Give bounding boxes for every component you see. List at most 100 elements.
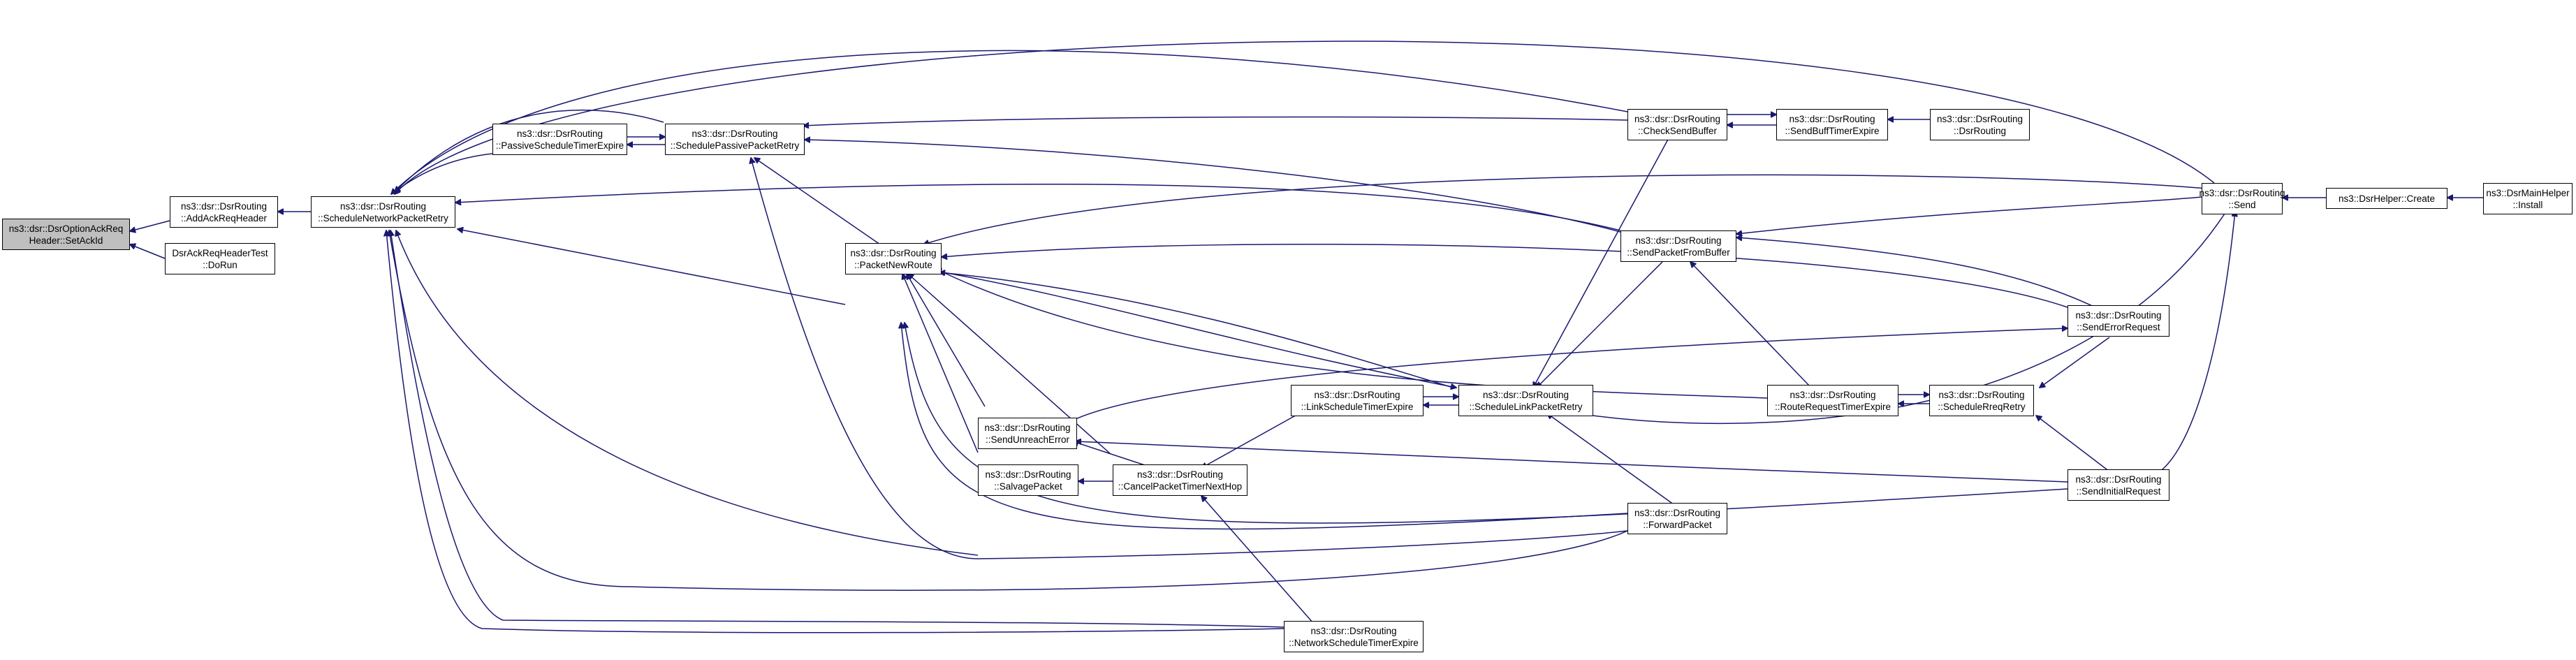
node-dsrmainhelper-install[interactable]: ns3::DsrMainHelper ::Install [2483, 183, 2573, 214]
node-senderrorrequest[interactable]: ns3::dsr::DsrRouting ::SendErrorRequest [2068, 305, 2169, 337]
edge-senderrorrequest-to-schedulerreqretry [2040, 337, 2110, 388]
node-label-line1: DsrAckReqHeaderTest [172, 247, 268, 258]
node-dsrhelper-create[interactable]: ns3::DsrHelper::Create [2326, 188, 2447, 209]
node-salvagepacket[interactable]: ns3::dsr::DsrRouting ::SalvagePacket [978, 464, 1078, 496]
node-cancelpackettimernexthop[interactable]: ns3::dsr::DsrRouting ::CancelPacketTimer… [1113, 464, 1247, 496]
edge-sendinitialrequest-to-packetnewroute [905, 323, 2068, 524]
node-label-line2: ::Install [2512, 199, 2543, 210]
edge-packetnewroute-to-schedulenetworkpacketretry [458, 229, 846, 305]
node-linkscheduletimerexpire[interactable]: ns3::dsr::DsrRouting ::LinkScheduleTimer… [1291, 385, 1424, 416]
node-label-line2: ::SalvagePacket [994, 481, 1062, 492]
node-label-line1: ns3::dsr::DsrOptionAckReq [8, 223, 124, 234]
node-label-line2: ::SendBuffTimerExpire [1785, 125, 1880, 136]
edge-forwardpacket-to-schedulelinkpacketretry [1547, 413, 1677, 507]
node-dsroptionackreqheader-setackid: ns3::dsr::DsrOptionAckReq Header::SetAck… [2, 219, 130, 250]
node-label-line2: ::Send [2228, 199, 2256, 210]
node-sendinitialrequest[interactable]: ns3::dsr::DsrRouting ::SendInitialReques… [2068, 469, 2169, 501]
node-label-line1: ns3::dsr::DsrRouting [1310, 625, 1397, 636]
edge-sendinitialrequest-to-schedulerreqretry [2036, 416, 2110, 472]
node-label-line1: ns3::dsr::DsrRouting [1789, 113, 1875, 124]
node-schedulenetworkpacketretry[interactable]: ns3::dsr::DsrRouting ::ScheduleNetworkPa… [311, 196, 455, 228]
node-forwardpacket[interactable]: ns3::dsr::DsrRouting ::ForwardPacket [1627, 503, 1727, 534]
node-label-line2: ::ScheduleNetworkPacketRetry [318, 212, 448, 223]
node-passivescheduletimerexpire[interactable]: ns3::dsr::DsrRouting ::PassiveScheduleTi… [492, 124, 627, 155]
node-networkscheduletimerexpire[interactable]: ns3::dsr::DsrRouting ::NetworkScheduleTi… [1284, 621, 1424, 652]
node-routerequesttimerexpire[interactable]: ns3::dsr::DsrRouting ::RouteRequestTimer… [1767, 385, 1898, 416]
edge-addackreqheader-to-setackid [130, 220, 170, 231]
edge-forwardpacket-to-packetnewroute [901, 323, 1628, 530]
edge-forwardpacket-to-schedulepassivepacketretry [751, 158, 1628, 559]
node-label-line2: ::NetworkScheduleTimerExpire [1289, 637, 1419, 648]
node-label-line1: ns3::dsr::DsrRouting [1790, 389, 1876, 400]
node-dsrackreqheadertest-dorun[interactable]: DsrAckReqHeaderTest ::DoRun [165, 243, 275, 274]
edge-dsrackreqheadertest-to-setackid [130, 244, 166, 259]
edge-networkscheduletimerexpire-to-schedulenetworkpacketretry [386, 230, 1285, 633]
node-label-line1: ns3::dsr::DsrRouting [180, 200, 268, 212]
edge-forwardpacket-to-schedulenetworkpacketretry [389, 230, 1628, 591]
node-sendbufftimerexpire[interactable]: ns3::dsr::DsrRouting ::SendBuffTimerExpi… [1776, 109, 1888, 140]
node-label-line2: ::SendPacketFromBuffer [1627, 247, 1730, 258]
node-label-line2: ::ForwardPacket [1643, 519, 1712, 530]
edge-sendinitialrequest-to-send [2158, 211, 2235, 474]
node-label-line2: ::LinkScheduleTimerExpire [1301, 401, 1414, 412]
node-label-line1: ns3::dsr::DsrRouting [985, 469, 1071, 480]
node-label-line2: ::SendInitialRequest [2076, 485, 2161, 497]
edge-senderrorrequest-to-sendunreacherror [1075, 328, 2068, 420]
node-label-line1: ns3::dsr::DsrRouting [1936, 113, 2024, 124]
node-label-line1: ns3::dsr::DsrRouting [850, 247, 937, 258]
node-label-line1: ns3::dsr::DsrRouting [339, 200, 427, 212]
edge-send-to-sendpacketfrombuffer [1736, 196, 2202, 234]
node-sendpacketfrombuffer[interactable]: ns3::dsr::DsrRouting ::SendPacketFromBuf… [1620, 230, 1736, 262]
node-label-line1: ns3::dsr::DsrRouting [1634, 507, 1721, 518]
node-label-line2: ::SendErrorRequest [2077, 321, 2160, 332]
edge-routerequesttimerexpire-to-packetnewroute [936, 269, 1768, 399]
node-label-line1: ns3::dsr::DsrRouting [1938, 389, 2025, 400]
node-label-line2: ::ScheduleRreqRetry [1938, 401, 2026, 412]
edge-schedulelinkpacketretry-to-packetnewroute [939, 272, 1454, 388]
edge-linkscheduletimerexpire-to-cancelpackettimernexthop [1201, 413, 1300, 468]
node-schedulepassivepacketretry[interactable]: ns3::dsr::DsrRouting ::SchedulePassivePa… [665, 124, 805, 155]
node-send[interactable]: ns3::dsr::DsrRouting ::Send [2199, 183, 2285, 214]
node-label-line2: ::ScheduleLinkPacketRetry [1469, 401, 1583, 412]
node-checksendbuffer[interactable]: ns3::dsr::DsrRouting ::CheckSendBuffer [1627, 109, 1727, 140]
edge-checksendbuffer-to-schedulelinkpacketretry [1533, 136, 1670, 388]
edge-schedulepassivepacketretry-to-schedulenetworkpacketretry [395, 109, 664, 192]
node-label-line2: ::AddAckReqHeader [180, 212, 268, 223]
node-packetnewroute[interactable]: ns3::dsr::DsrRouting ::PacketNewRoute [845, 243, 942, 274]
node-label-line2: ::CheckSendBuffer [1637, 125, 1718, 136]
edge-packetnewroute-to-schedulelinkpacketretry [942, 272, 1456, 388]
node-label-line2: ::PacketNewRoute [854, 259, 932, 270]
edge-networkscheduletimerexpire2-to-schedulenetworkpacketretry [390, 230, 1285, 628]
edge-sendunreacherror-to-schedulenetworkpacketretry [396, 230, 979, 556]
node-schedulerreqretry[interactable]: ns3::dsr::DsrRouting ::ScheduleRreqRetry [1929, 385, 2034, 416]
node-label-line1: ns3::dsr::DsrRouting [1314, 389, 1400, 400]
edge-sendpacketfrombuffer-to-schedulelinkpacketretry [1537, 261, 1663, 388]
node-label-line2: ::SendUnreachError [985, 434, 1070, 445]
node-label-line2: ::SchedulePassivePacketRetry [670, 140, 800, 151]
node-label-line2: ::DsrRouting [1953, 125, 2007, 136]
edge-packetnewroute-to-schedulepassivepacketretry [754, 158, 881, 245]
edge-salvagepacket-to-packetnewroute [902, 274, 979, 453]
node-label-line2: ::PassiveScheduleTimerExpire [495, 140, 624, 151]
edge-senderrorrequest-to-sendpacketfrombuffer [1736, 237, 2103, 311]
node-label-line1: ns3::dsr::DsrRouting [1634, 113, 1721, 124]
node-dsrrouting-constructor[interactable]: ns3::dsr::DsrRouting ::DsrRouting [1930, 109, 2030, 140]
node-schedulelinkpacketretry[interactable]: ns3::dsr::DsrRouting ::ScheduleLinkPacke… [1458, 385, 1593, 416]
edge-networkscheduletimerexpire-to-cancelpackettimernexthop [1201, 496, 1314, 624]
node-addackreqheader[interactable]: ns3::dsr::DsrRouting ::AddAckReqHeader [170, 196, 278, 228]
node-label-line1: ns3::dsr::DsrRouting [2075, 474, 2162, 485]
edge-sendpacketfrombuffer-to-schedulepassivepacketretry [805, 140, 1628, 235]
node-label-line1: ns3::DsrMainHelper [2486, 187, 2570, 198]
node-label-line1: ns3::dsr::DsrRouting [1136, 469, 1224, 480]
node-label-line2: ::DoRun [203, 259, 237, 270]
node-label-line1: ns3::dsr::DsrRouting [984, 422, 1071, 433]
edge-send-to-schedulenetworkpacketretry [395, 41, 2215, 194]
edge-checksendbuffer-to-schedulepassivepacketretry [803, 116, 1628, 126]
edge-sendinitialrequest-to-sendunreacherror [1076, 441, 2068, 483]
node-label-line2: ::CancelPacketTimerNextHop [1118, 481, 1243, 492]
edge-sendunreacherror-to-packetnewroute [907, 274, 986, 407]
node-label-line1: ns3::dsr::DsrRouting [691, 128, 778, 139]
node-sendunreacherror[interactable]: ns3::dsr::DsrRouting ::SendUnreachError [978, 418, 1077, 449]
node-label-line1: ns3::dsr::DsrRouting [516, 128, 603, 139]
